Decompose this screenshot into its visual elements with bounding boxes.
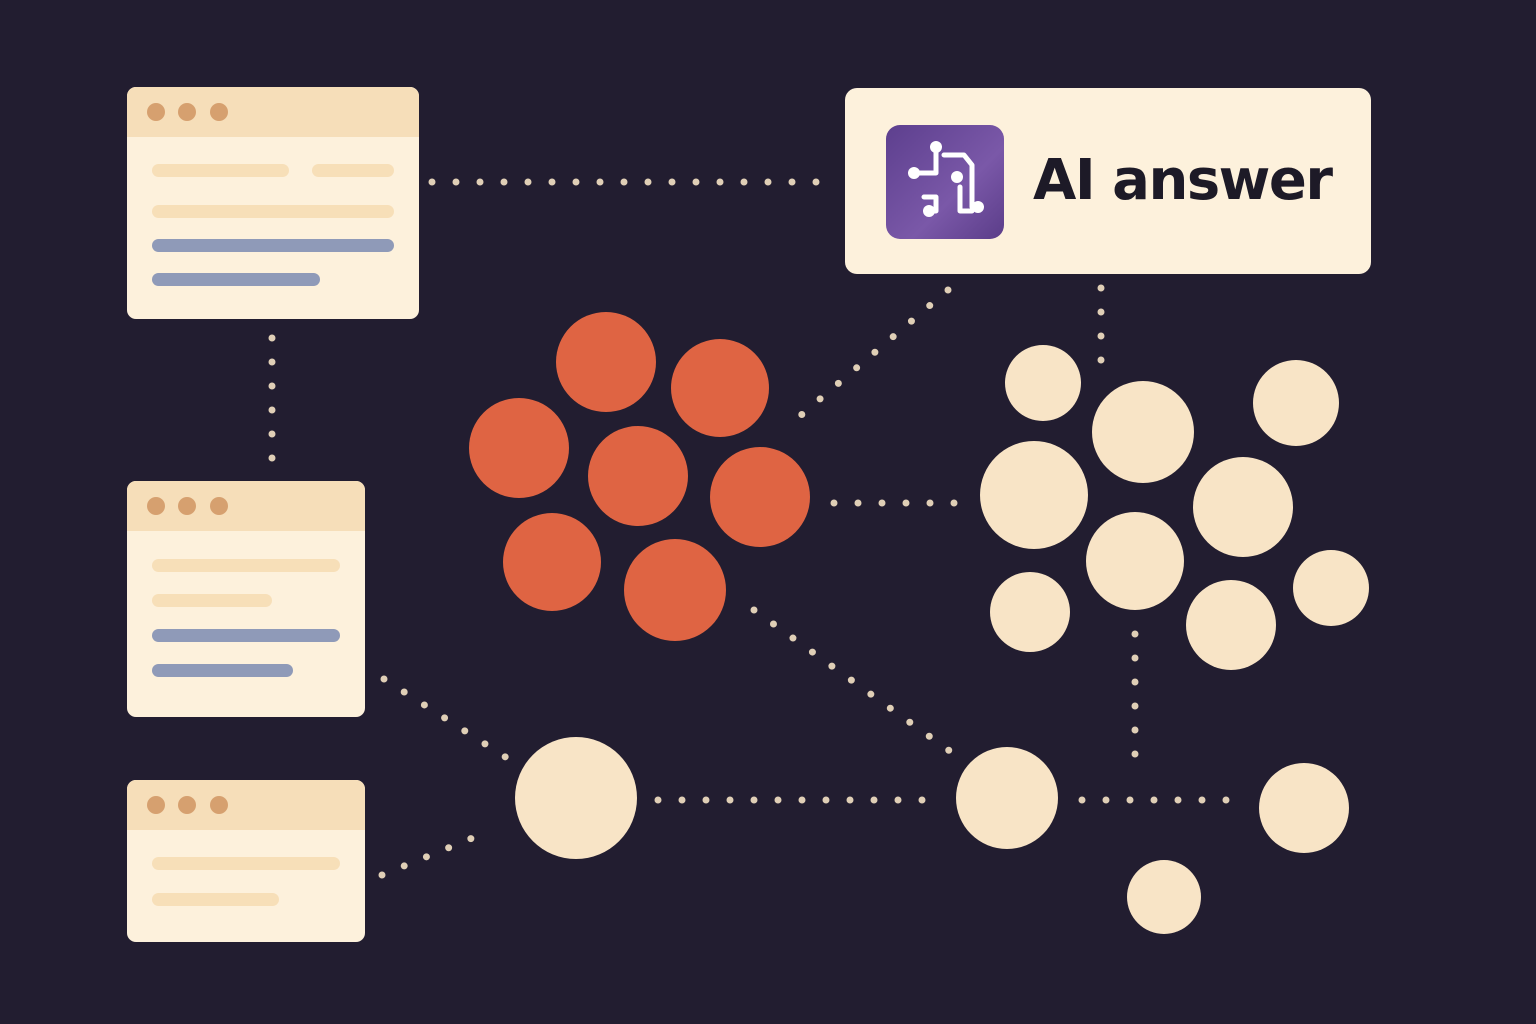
text-line: [152, 893, 279, 906]
cream-node: [1193, 457, 1293, 557]
connector-window3-node: [378, 826, 496, 879]
window-control-dot: [147, 103, 165, 121]
orange-node: [588, 426, 688, 526]
window-titlebar: [127, 87, 419, 137]
connector-answer-orange: [796, 286, 952, 420]
cream-node: [1293, 550, 1369, 626]
window-titlebar: [127, 780, 365, 830]
window-control-dot: [178, 796, 196, 814]
orange-node: [710, 447, 810, 547]
text-line: [152, 559, 340, 572]
cream-node: [1005, 345, 1081, 421]
leaf-node: [1127, 860, 1201, 934]
window-control-dot: [178, 497, 196, 515]
orange-node: [671, 339, 769, 437]
window-control-dot: [147, 497, 165, 515]
circuit-icon: [886, 125, 1004, 239]
orange-node: [469, 398, 569, 498]
answer-title: AI answer: [1033, 148, 1333, 213]
cream-node: [1253, 360, 1339, 446]
source-window: [127, 481, 365, 717]
leaf-node: [1259, 763, 1349, 853]
highlighted-line: [152, 664, 293, 677]
source-window: [127, 780, 365, 942]
source-window: [127, 87, 419, 319]
connector-window2-node: [380, 675, 511, 762]
text-line: [152, 164, 289, 177]
cream-node: [980, 441, 1088, 549]
text-line: [152, 857, 340, 870]
text-line: [312, 164, 394, 177]
ai-answer-card: AI answer: [845, 88, 1371, 274]
window-titlebar: [127, 481, 365, 531]
orange-cluster: [469, 312, 810, 641]
text-line: [152, 205, 394, 218]
orange-node: [624, 539, 726, 641]
window-control-dot: [210, 796, 228, 814]
junction-node: [515, 737, 637, 859]
highlighted-line: [152, 239, 394, 252]
highlighted-line: [152, 273, 320, 286]
cream-node: [1086, 512, 1184, 610]
orange-node: [503, 513, 601, 611]
window-control-dot: [178, 103, 196, 121]
connector-orange-hub: [750, 606, 969, 766]
window-control-dot: [210, 103, 228, 121]
cream-node: [990, 572, 1070, 652]
window-control-dot: [210, 497, 228, 515]
text-line: [152, 594, 272, 607]
cream-cluster: [980, 345, 1369, 670]
orange-node: [556, 312, 656, 412]
highlighted-line: [152, 629, 340, 642]
cream-node: [1092, 381, 1194, 483]
window-control-dot: [147, 796, 165, 814]
standalone-nodes: [515, 737, 1349, 934]
hub-node: [956, 747, 1058, 849]
cream-node: [1186, 580, 1276, 670]
